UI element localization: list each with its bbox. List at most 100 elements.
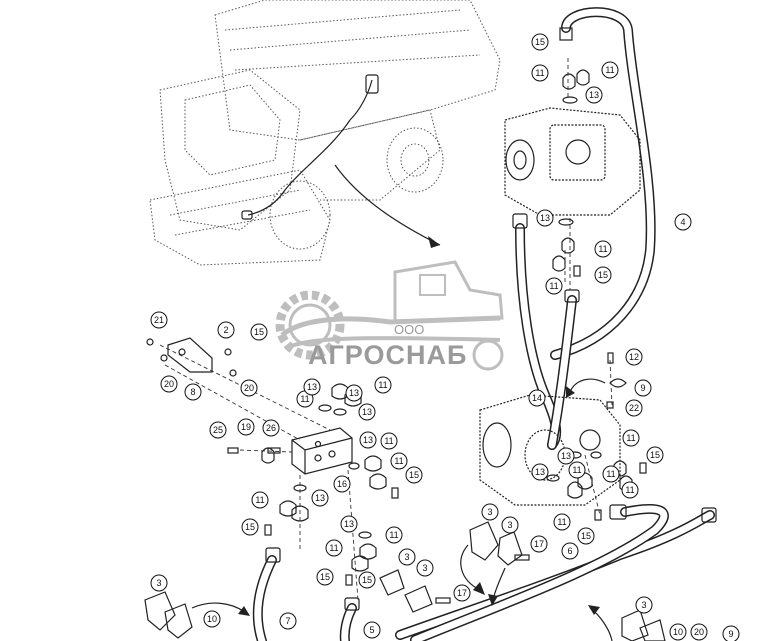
svg-text:17: 17 (534, 539, 544, 549)
callout-10: 10 (669, 623, 687, 641)
svg-text:11: 11 (598, 244, 607, 254)
callout-21: 21 (150, 311, 168, 329)
callout-25: 25 (209, 421, 227, 439)
callout-13: 13 (303, 378, 321, 396)
svg-text:20: 20 (164, 379, 174, 389)
svg-text:3: 3 (404, 552, 409, 562)
svg-text:11: 11 (626, 433, 635, 443)
callouts: 15 11 11 13 4 13 11 11 15 21 2 15 20 8 2… (150, 33, 740, 641)
svg-text:15: 15 (320, 572, 330, 582)
callout-5: 5 (363, 621, 381, 639)
svg-text:2: 2 (223, 325, 228, 335)
svg-text:11: 11 (300, 394, 309, 404)
direction-arrows (191, 378, 613, 641)
svg-text:11: 11 (378, 380, 387, 390)
combine-harvester-illustration (149, 0, 501, 266)
callout-11: 11 (531, 64, 549, 82)
callout-13: 13 (359, 431, 377, 449)
svg-text:15: 15 (362, 575, 372, 585)
svg-text:26: 26 (266, 423, 276, 433)
callout-15: 15 (577, 527, 595, 545)
svg-text:3: 3 (507, 520, 512, 530)
callout-3: 3 (635, 596, 653, 614)
callout-11: 11 (380, 432, 398, 450)
callout-19: 19 (237, 418, 255, 436)
callout-13: 13 (557, 447, 575, 465)
svg-text:11: 11 (605, 65, 614, 75)
callout-2: 2 (217, 321, 235, 339)
callout-15: 15 (241, 518, 259, 536)
svg-text:17: 17 (457, 588, 467, 598)
svg-text:11: 11 (557, 517, 566, 527)
callout-13: 13 (345, 384, 363, 402)
svg-text:13: 13 (315, 493, 325, 503)
svg-text:15: 15 (254, 327, 264, 337)
svg-text:13: 13 (561, 451, 571, 461)
callout-4: 4 (674, 213, 692, 231)
callout-15: 15 (531, 33, 549, 51)
callout-3: 3 (416, 559, 434, 577)
svg-text:11: 11 (394, 456, 403, 466)
callout-17: 17 (530, 535, 548, 553)
svg-text:20: 20 (694, 627, 704, 637)
callout-11: 11 (568, 461, 586, 479)
watermark-company-name: АГРОСНАБ (308, 340, 468, 370)
svg-text:15: 15 (650, 450, 660, 460)
callout-11: 11 (622, 429, 640, 447)
svg-text:15: 15 (581, 531, 591, 541)
svg-text:10: 10 (207, 614, 217, 624)
callout-15: 15 (250, 323, 268, 341)
svg-text:11: 11 (255, 495, 264, 505)
svg-text:15: 15 (535, 37, 545, 47)
svg-text:11: 11 (549, 281, 558, 291)
callout-20: 20 (160, 375, 178, 393)
callout-11: 11 (621, 481, 639, 499)
svg-text:11: 11 (606, 469, 615, 479)
svg-text:13: 13 (344, 519, 354, 529)
callout-11: 11 (553, 513, 571, 531)
callout-16: 16 (333, 475, 351, 493)
bracket-8 (167, 337, 213, 373)
callout-7: 7 (279, 612, 297, 630)
callout-10: 10 (203, 610, 221, 628)
svg-text:3: 3 (641, 600, 646, 610)
callout-13: 13 (531, 463, 549, 481)
callout-6: 6 (561, 542, 579, 560)
callout-11: 11 (385, 526, 403, 544)
callout-13: 13 (340, 515, 358, 533)
svg-text:15: 15 (245, 522, 255, 532)
svg-text:6: 6 (567, 546, 572, 556)
svg-text:11: 11 (572, 465, 581, 475)
callout-20: 20 (240, 379, 258, 397)
callout-8: 8 (184, 383, 202, 401)
hose-14 (512, 213, 580, 450)
hydraulic-pump-lower (479, 394, 621, 506)
svg-text:10: 10 (673, 627, 683, 637)
svg-text:19: 19 (241, 422, 251, 432)
callout-11: 11 (594, 240, 612, 258)
svg-text:3: 3 (156, 578, 161, 588)
svg-text:13: 13 (535, 467, 545, 477)
callout-3: 3 (481, 503, 499, 521)
callout-14: 14 (528, 389, 546, 407)
svg-text:13: 13 (540, 213, 550, 223)
svg-text:21: 21 (154, 315, 164, 325)
callout-13: 13 (585, 86, 603, 104)
callout-11: 11 (602, 465, 620, 483)
callout-13: 13 (536, 209, 554, 227)
svg-text:16: 16 (337, 479, 347, 489)
callout-17: 17 (453, 584, 471, 602)
callout-3: 3 (150, 574, 168, 592)
svg-text:20: 20 (244, 383, 254, 393)
watermark-logo (275, 260, 504, 371)
callout-15: 15 (358, 571, 376, 589)
callout-11: 11 (325, 539, 343, 557)
callout-15: 15 (594, 266, 612, 284)
hose-5 (339, 597, 360, 641)
svg-text:13: 13 (307, 382, 317, 392)
svg-text:15: 15 (409, 470, 419, 480)
svg-text:9: 9 (640, 383, 645, 393)
hose-7 (252, 547, 281, 641)
